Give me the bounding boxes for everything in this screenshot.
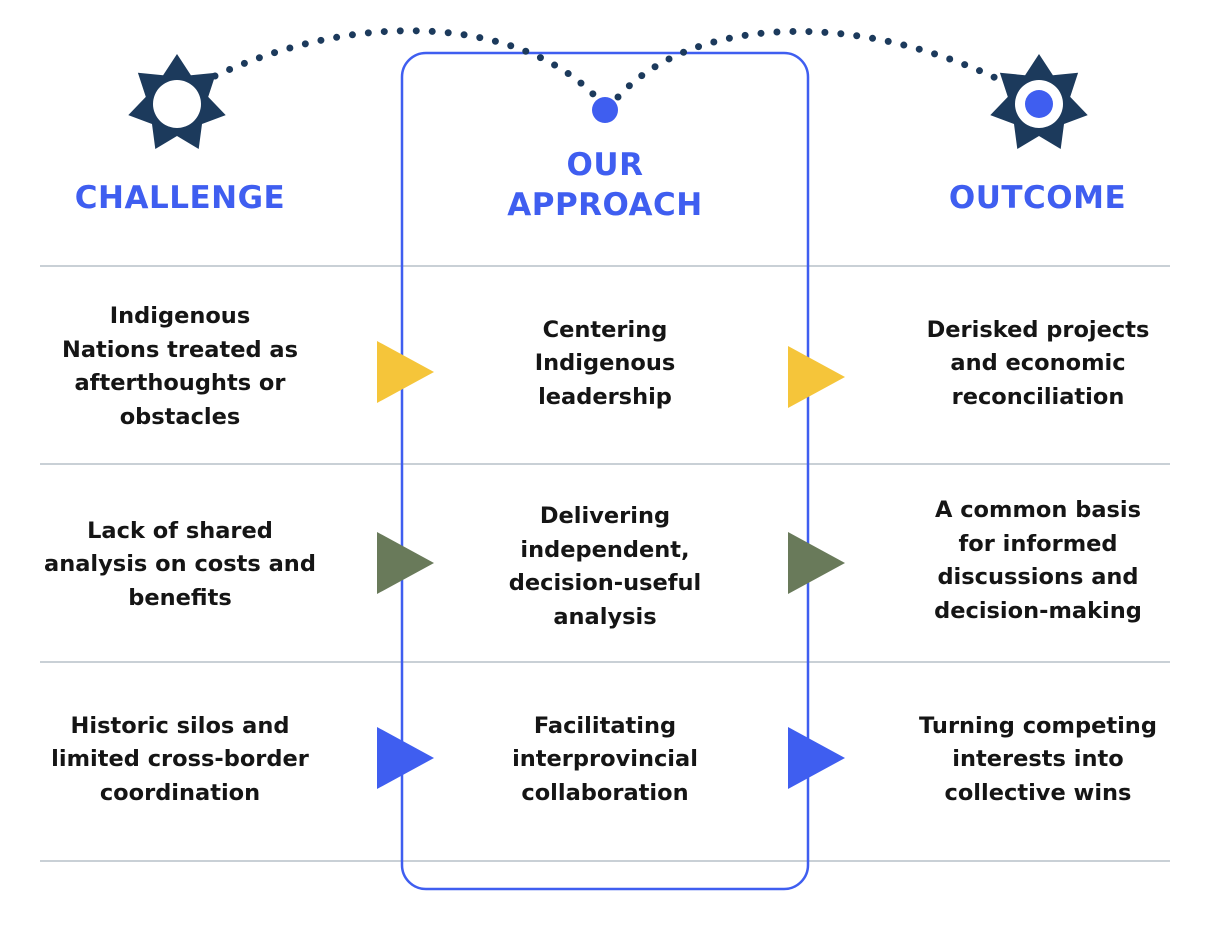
outcome-cell-1: Derisked projects and economic reconcili… [888,309,1188,419]
cell-line: A common basis [934,497,1141,523]
cell-line: interests into [952,746,1124,773]
challenge-header: CHALLENGE [74,180,286,216]
arrow-icon-row3-left [377,727,434,789]
cell-line: coordination [99,779,261,806]
cell-line: analysis on costs and [44,551,316,578]
sun-center-dot [1025,90,1053,118]
dotted-arc-left [211,27,600,101]
arrow-icon-row2-left [377,532,434,594]
cell-line: reconciliation [951,383,1125,410]
sun-center [153,80,201,128]
cell-line: discussions and [937,564,1139,590]
approach-column-frame [400,51,810,891]
cell-line: and economic [950,350,1126,377]
cell-line: decision-useful [508,570,702,596]
cell-line: Centering [542,316,668,343]
sun-icon-filled [990,54,1088,149]
approach-cell-3: Facilitating interprovincial collaborati… [455,705,755,815]
cell-line: Nations treated as [61,336,298,363]
cell-line: decision-making [934,597,1142,624]
arrow-icon-row2-right [788,532,845,594]
cell-line: Lack of shared [87,517,273,544]
outcome-cell-2: A common basis for informed discussions … [888,491,1188,631]
challenge-cell-2: Lack of shared analysis on costs and ben… [25,510,335,620]
cell-line: afterthoughts or [74,370,286,396]
sun-icon [128,54,226,149]
approach-header-line2: APPROACH [507,187,703,223]
cell-line: Indigenous [534,350,676,377]
dotted-arc-right [614,28,1004,101]
approach-header: OUR APPROACH [405,145,805,225]
cell-line: Turning competing [919,712,1157,739]
cell-line: obstacles [119,403,241,430]
challenge-cell-1: Indigenous Nations treated as afterthoug… [35,297,325,437]
cell-line: analysis [553,603,657,630]
outcome-cell-3: Turning competing interests into collect… [888,705,1188,815]
arrow-icon-row3-right [788,727,845,789]
center-dot-icon [592,97,618,123]
cell-line: collective wins [944,779,1132,806]
cell-line: interprovincial [512,746,698,773]
approach-header-line1: OUR [566,147,644,183]
arrow-icon-row1-left [377,341,434,403]
cell-line: leadership [538,383,672,410]
approach-cell-2: Delivering independent, decision-useful … [455,497,755,637]
cell-line: Historic silos and [70,712,290,739]
arrow-icon-row1-right [788,346,845,408]
challenge-cell-3: Historic silos and limited cross-border … [25,705,335,815]
cell-line: limited cross-border [51,746,309,773]
cell-line: collaboration [521,779,689,806]
cell-line: Indigenous [109,303,251,329]
approach-cell-1: Centering Indigenous leadership [455,309,755,419]
cell-line: benefits [128,584,232,611]
cell-line: Facilitating [533,712,677,739]
outcome-header: OUTCOME [948,180,1127,216]
cell-line: for informed [958,530,1118,557]
cell-line: Derisked projects [926,316,1150,343]
cell-line: independent, [520,536,690,563]
cell-line: Delivering [539,503,671,529]
